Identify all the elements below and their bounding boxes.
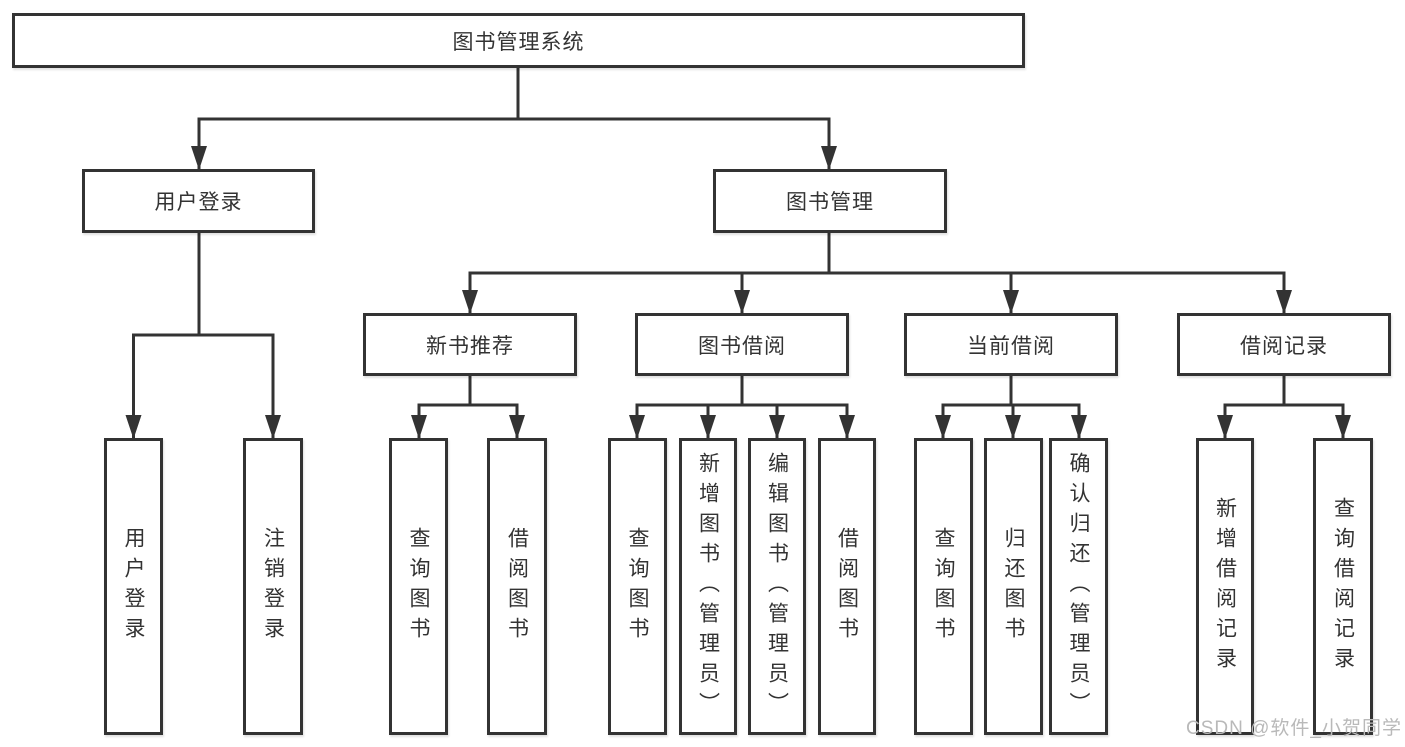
node-label: 归还图书 (1002, 526, 1026, 647)
leaf-borrow-books-recommend: 借阅图书 (487, 438, 547, 735)
leaf-query-books-current: 查询图书 (914, 438, 973, 735)
node-label: 图书管理系统 (452, 30, 585, 54)
leaf-borrow-books: 借阅图书 (818, 438, 876, 735)
csdn-watermark: CSDN @软件_小贺同学 (1186, 718, 1402, 739)
node-label: 新增图书（管理员） (696, 451, 720, 722)
node-label: 查询借阅记录 (1331, 496, 1355, 677)
node-user-login: 用户登录 (82, 169, 315, 233)
connector-user-login (132, 231, 275, 337)
connector-book-management (468, 231, 1286, 275)
node-label: 查询图书 (407, 526, 431, 647)
node-label: 借阅图书 (505, 526, 529, 647)
node-label: 用户登录 (122, 526, 146, 647)
node-label: 用户登录 (154, 191, 243, 214)
node-label: 查询图书 (626, 526, 650, 647)
node-book-borrow: 图书借阅 (635, 313, 849, 376)
connector-borrow-records (1223, 374, 1345, 407)
node-label: 新书推荐 (426, 334, 514, 358)
node-book-management: 图书管理 (713, 169, 947, 233)
node-label: 确认归还（管理员） (1067, 451, 1091, 722)
node-label: 新增借阅记录 (1213, 496, 1237, 677)
leaf-add-book-admin: 新增图书（管理员） (679, 438, 737, 735)
node-new-book-recommend: 新书推荐 (363, 313, 577, 376)
node-label: 图书管理 (786, 191, 874, 214)
leaf-logout: 注销登录 (243, 438, 303, 735)
leaf-edit-book-admin: 编辑图书（管理员） (748, 438, 806, 735)
node-label: 当前借阅 (967, 334, 1055, 358)
node-label: 查询图书 (932, 526, 956, 647)
leaf-add-borrow-record: 新增借阅记录 (1196, 438, 1254, 735)
leaf-query-books-recommend: 查询图书 (389, 438, 448, 735)
leaf-query-books-borrow: 查询图书 (608, 438, 667, 735)
connector-book-borrow (635, 374, 849, 407)
leaf-confirm-return-admin: 确认归还（管理员） (1049, 438, 1108, 735)
connector-current-borrow (941, 374, 1081, 407)
node-library-system: 图书管理系统 (12, 13, 1025, 68)
connector-root (197, 66, 831, 121)
arrow-lines (125, 119, 1351, 439)
leaf-return-book: 归还图书 (984, 438, 1043, 735)
leaf-query-borrow-record: 查询借阅记录 (1313, 438, 1373, 735)
node-borrow-records: 借阅记录 (1177, 313, 1391, 376)
leaf-user-login: 用户登录 (104, 438, 163, 735)
node-label: 借阅图书 (835, 526, 859, 647)
node-label: 图书借阅 (698, 334, 786, 358)
node-current-borrow: 当前借阅 (904, 313, 1118, 376)
connector-new-book (417, 374, 519, 407)
node-label: 借阅记录 (1240, 334, 1328, 358)
node-label: 注销登录 (261, 526, 285, 647)
node-label: 编辑图书（管理员） (765, 451, 789, 722)
